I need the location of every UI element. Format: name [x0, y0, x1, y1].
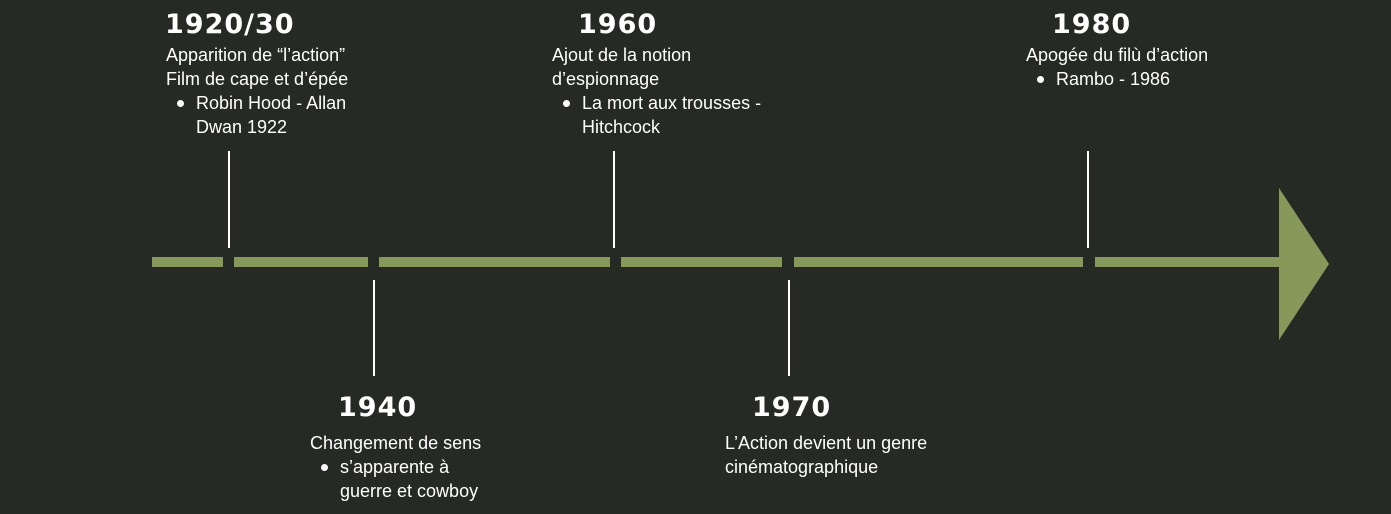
event-description-1970: L’Action devient un genre cinématographi… — [725, 431, 985, 479]
connector-line-1940 — [373, 280, 375, 376]
event-year-1940: 1940 — [338, 392, 418, 423]
timeline-axis-segment — [379, 257, 610, 267]
event-line: Changement de sens — [310, 433, 482, 453]
event-line: Apparition de “l’action” — [166, 45, 346, 65]
event-bullet-list: Robin Hood - Allan Dwan 1922 — [166, 91, 386, 139]
event-bullet: Robin Hood - Allan Dwan 1922 — [177, 91, 386, 139]
event-bullet: La mort aux trousses - Hitchcock — [563, 91, 767, 139]
event-line: L’Action devient un genre — [725, 433, 928, 453]
connector-line-1920-30 — [228, 151, 230, 248]
event-description-1920-30: Apparition de “l’action” Film de cape et… — [166, 43, 386, 139]
event-year-1960: 1960 — [578, 9, 658, 40]
connector-line-1960 — [613, 151, 615, 248]
event-bullet-list: La mort aux trousses - Hitchcock — [552, 91, 782, 139]
connector-line-1980 — [1087, 151, 1089, 248]
event-bullet: s’apparente à guerre et cowboy — [321, 455, 490, 503]
event-line: Ajout de la notion — [552, 45, 692, 65]
timeline-axis-segment — [621, 257, 782, 267]
event-line: d’espionnage — [552, 69, 660, 89]
timeline-arrowhead — [1279, 188, 1329, 340]
event-description-1960: Ajout de la notion d’espionnage La mort … — [552, 43, 782, 139]
timeline-axis-segment — [794, 257, 1083, 267]
event-bullet-list: s’apparente à guerre et cowboy — [310, 455, 510, 503]
timeline-axis-segment — [1095, 257, 1281, 267]
timeline-axis-segment — [152, 257, 223, 267]
event-description-1940: Changement de sens s’apparente à guerre … — [310, 431, 510, 503]
timeline-axis-segment — [234, 257, 368, 267]
event-year-1980: 1980 — [1052, 9, 1132, 40]
event-bullet-list: Rambo - 1986 — [1026, 67, 1256, 91]
event-line: Apogée du filù d’action — [1026, 45, 1209, 65]
event-line: Film de cape et d’épée — [166, 69, 349, 89]
event-description-1980: Apogée du filù d’action Rambo - 1986 — [1026, 43, 1256, 91]
event-year-1970: 1970 — [752, 392, 832, 423]
event-line: cinématographique — [725, 457, 879, 477]
event-bullet: Rambo - 1986 — [1037, 67, 1256, 91]
connector-line-1970 — [788, 280, 790, 376]
event-year-1920-30: 1920/30 — [165, 9, 295, 40]
